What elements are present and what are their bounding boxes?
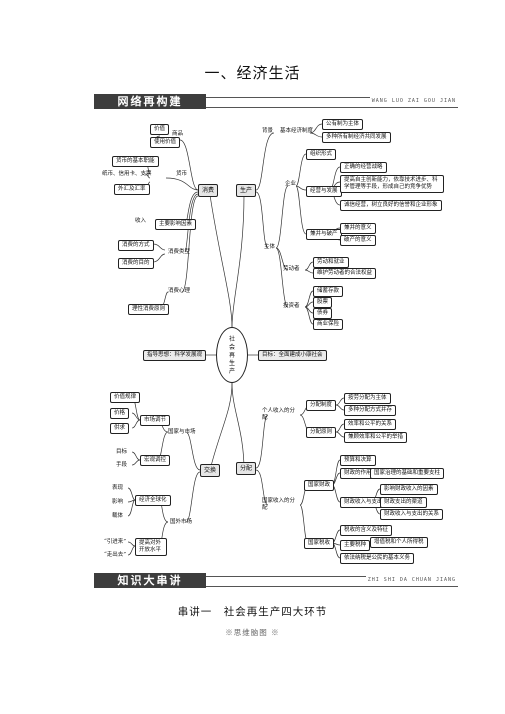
node-consume-type: 消费类型 bbox=[168, 249, 191, 255]
node-world-market: 国外市场 bbox=[170, 519, 193, 525]
node-bring-in: “引进来” bbox=[104, 539, 127, 545]
node-personal-dist: 个人收入的分配 bbox=[262, 408, 296, 421]
section-banner-network: 网络再构建 WANG LUO ZAI GOU JIAN bbox=[94, 94, 458, 109]
node-money-forms: 纸币、信用卡、支票 bbox=[102, 171, 152, 177]
node-labor-employ: 劳动和就业 bbox=[313, 257, 349, 268]
section-note: ※思维脑图 ※ bbox=[225, 628, 280, 637]
node-income-factor: 主要影响因素 bbox=[155, 219, 197, 230]
node-bond: 债券 bbox=[313, 308, 333, 319]
node-income-spend-rel: 财政收入与支出的关系 bbox=[380, 509, 444, 520]
node-innovation: 提高自主创新能力，依靠技术进步、科学管理等手段，形成自己的竞争优势 bbox=[340, 175, 444, 193]
node-operate: 经营与发展 bbox=[306, 186, 342, 197]
node-money: 货币 bbox=[176, 171, 188, 177]
node-means: 手段 bbox=[116, 462, 128, 468]
node-money-function: 货币的基本职能 bbox=[112, 156, 159, 167]
node-efficiency: 效率和公平的关系 bbox=[344, 419, 397, 430]
node-fx: 外汇及汇率 bbox=[114, 184, 150, 195]
node-globalization: 经济全球化 bbox=[135, 495, 171, 506]
node-consume-psy: 消费心理 bbox=[168, 288, 191, 294]
node-income-factor-fin: 影响财政收入的因素 bbox=[380, 484, 438, 495]
node-tax-duty: 依法纳税是公民的基本义务 bbox=[340, 553, 415, 564]
node-subject: 主体 bbox=[264, 244, 276, 250]
node-balance: 兼顾效率和公平的举措 bbox=[344, 432, 408, 443]
node-strategy: 正确的经营战略 bbox=[340, 162, 387, 173]
node-main-tax: 主要税种 bbox=[340, 540, 371, 551]
banner-pinyin: ZHI SHI DA CHUAN JIANG bbox=[365, 575, 458, 586]
center-node-social-reproduction: 社会再生产 bbox=[216, 327, 248, 383]
node-merge-meaning: 兼并的意义 bbox=[340, 223, 376, 234]
node-tax-meaning: 税收的含义及特征 bbox=[340, 525, 393, 536]
node-target: 目标 bbox=[116, 449, 128, 455]
page-title: 一、经济生活 bbox=[204, 64, 301, 82]
node-fin-basis: 国家治理的基础和重要支柱 bbox=[370, 468, 445, 479]
hub-produce: 生产 bbox=[236, 184, 257, 197]
node-spend-channel: 财政支出的渠道 bbox=[380, 497, 427, 508]
node-vat: 增值税和个人所得税 bbox=[370, 537, 428, 548]
node-basic-system: 基本经济制度 bbox=[280, 128, 314, 134]
node-macro: 宏观调控 bbox=[140, 455, 171, 466]
node-income: 收入 bbox=[135, 218, 147, 224]
node-manifest: 表现 bbox=[112, 485, 124, 491]
node-laborer: 劳动者 bbox=[283, 266, 300, 272]
banner-rule bbox=[94, 576, 458, 587]
node-consume-way: 消费的方式 bbox=[118, 240, 154, 251]
node-market-reg: 市场调节 bbox=[140, 415, 171, 426]
node-goods: 商品 bbox=[172, 131, 184, 137]
hub-exchange: 交换 bbox=[200, 464, 221, 477]
node-rational: 理性消费原则 bbox=[128, 304, 170, 315]
node-value-law: 价值规律 bbox=[110, 392, 141, 403]
node-insurance: 商业保险 bbox=[313, 319, 344, 330]
node-public-main: 公有制为主体 bbox=[322, 119, 364, 130]
banner-label: 知识大串讲 bbox=[94, 573, 206, 588]
node-investor: 投资者 bbox=[283, 303, 300, 309]
guide-thought: 指导思想：科学发展观 bbox=[143, 350, 207, 361]
node-finance: 国家财政 bbox=[304, 480, 335, 491]
node-background: 背景 bbox=[262, 128, 274, 134]
node-consume-purpose: 消费的目的 bbox=[118, 258, 154, 269]
node-national-dist: 国家收入的分配 bbox=[262, 498, 296, 511]
center-label: 社会再生产 bbox=[228, 336, 235, 375]
node-bankrupt-meaning: 破产的意义 bbox=[340, 235, 376, 246]
node-merge-bankrupt: 兼并与破产 bbox=[306, 229, 342, 240]
node-credit: 诚信经营，树立良好的信誉和企业形象 bbox=[340, 200, 442, 211]
node-price: 价格 bbox=[110, 408, 130, 419]
node-multi-ownership: 多种所有制经济共同发展 bbox=[322, 132, 391, 143]
node-by-work: 按劳分配为主体 bbox=[344, 393, 391, 404]
node-multi-dist: 多种分配方式并存 bbox=[344, 405, 397, 416]
node-budget: 预算和决算 bbox=[340, 455, 376, 466]
node-org-form: 组织形式 bbox=[306, 149, 337, 160]
node-go-out: “走出去” bbox=[104, 552, 127, 558]
node-impact: 影响 bbox=[112, 499, 124, 505]
banner-rule bbox=[94, 97, 458, 108]
node-nation-market: 国家与市场 bbox=[168, 429, 196, 435]
section-banner-knowledge: 知识大串讲 ZHI SHI DA CHUAN JIANG bbox=[94, 573, 458, 588]
hub-consume: 消费 bbox=[198, 184, 219, 197]
section-title: 串讲一 社会再生产四大环节 bbox=[177, 606, 328, 618]
node-tax: 国家税收 bbox=[304, 538, 335, 549]
node-dist-principle: 分配原则 bbox=[306, 427, 337, 438]
banner-label: 网络再构建 bbox=[94, 94, 206, 109]
node-open: 提高对外开放水平 bbox=[135, 538, 167, 556]
hub-distribute: 分配 bbox=[236, 462, 257, 475]
banner-pinyin: WANG LUO ZAI GOU JIAN bbox=[369, 96, 458, 107]
node-deposit: 储蓄存款 bbox=[313, 286, 344, 297]
node-supply: 供求 bbox=[110, 423, 130, 434]
node-enterprise: 企业 bbox=[285, 181, 297, 187]
node-dist-system: 分配制度 bbox=[306, 400, 337, 411]
node-labor-rights: 维护劳动者的合法权益 bbox=[313, 268, 377, 279]
node-use-value: 使用价值 bbox=[150, 137, 181, 148]
guide-goal: 目标：全面建成小康社会 bbox=[258, 350, 327, 361]
node-stock: 股票 bbox=[313, 297, 333, 308]
node-carrier: 载体 bbox=[112, 513, 124, 519]
node-value: 价值 bbox=[150, 124, 170, 135]
